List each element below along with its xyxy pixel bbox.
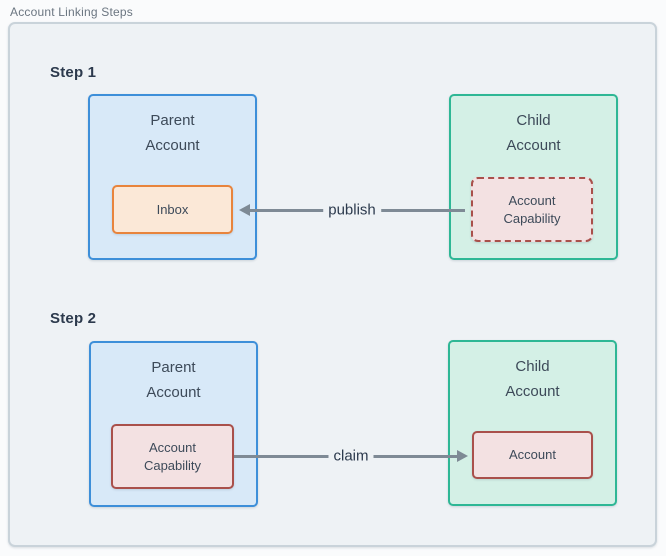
node-title-line: Parent bbox=[150, 112, 195, 129]
step1-inbox-box: Inbox bbox=[112, 185, 233, 234]
inner-box-label: Inbox bbox=[156, 201, 189, 217]
step2-child-title: Child Account bbox=[450, 354, 615, 404]
node-title-line: Account bbox=[146, 384, 201, 401]
step1-parent-account-box: Parent Account Inbox bbox=[88, 94, 257, 260]
node-title-line: Child bbox=[515, 358, 550, 375]
step1-heading: Step 1 bbox=[50, 64, 97, 81]
inner-box-label: Account Capability bbox=[503, 192, 561, 226]
publish-arrow-label: publish bbox=[323, 200, 381, 220]
node-title-line: Account bbox=[145, 137, 200, 154]
step1-child-title: Child Account bbox=[451, 108, 616, 158]
step2-heading: Step 2 bbox=[50, 310, 97, 327]
step2-account-box: Account bbox=[472, 431, 593, 479]
arrowhead-right-icon bbox=[457, 450, 468, 462]
step2-parent-title: Parent Account bbox=[91, 355, 256, 405]
step1-child-account-box: Child Account Account Capability bbox=[449, 94, 618, 260]
claim-arrow-label: claim bbox=[328, 446, 374, 466]
step1-parent-title: Parent Account bbox=[90, 108, 255, 158]
node-title-line: Parent bbox=[151, 359, 196, 376]
panel-title: Account Linking Steps bbox=[10, 5, 133, 19]
publish-arrow: publish bbox=[239, 200, 465, 220]
claim-arrow: claim bbox=[234, 446, 468, 466]
node-title-line: Child bbox=[516, 112, 551, 129]
node-title-line: Account bbox=[505, 383, 560, 400]
inner-box-label: Account Capability bbox=[143, 439, 202, 473]
arrowhead-left-icon bbox=[239, 204, 250, 216]
step2-account-capability-box: Account Capability bbox=[111, 424, 234, 489]
inner-box-label: Account bbox=[509, 447, 556, 462]
step2-child-account-box: Child Account Account bbox=[448, 340, 617, 506]
step1-account-capability-box: Account Capability bbox=[471, 177, 593, 242]
account-linking-panel: Step 1 Parent Account Inbox Child Accoun… bbox=[8, 22, 657, 547]
step2-parent-account-box: Parent Account Account Capability bbox=[89, 341, 258, 507]
node-title-line: Account bbox=[506, 137, 561, 154]
